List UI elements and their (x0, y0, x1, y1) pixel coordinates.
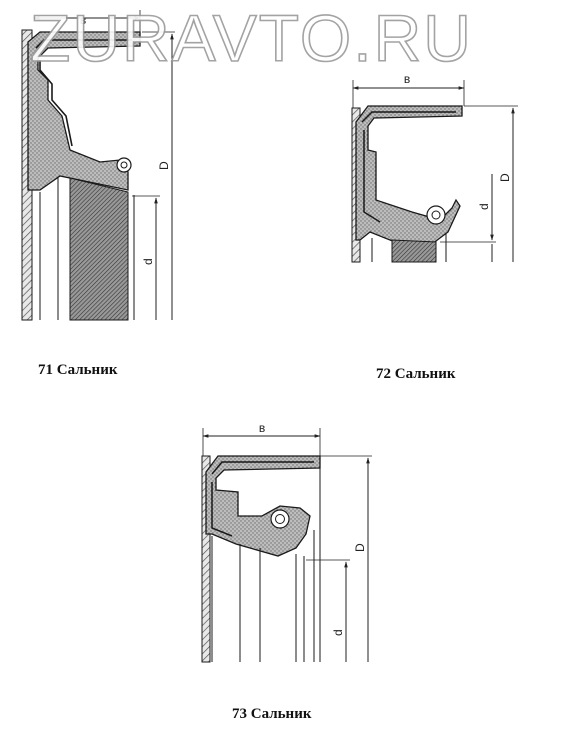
dim-inner-label-72: d (477, 203, 491, 210)
spring-73 (270, 509, 290, 529)
metal-insert-73 (211, 461, 314, 537)
seal-body-71 (27, 31, 141, 191)
dim-outer-label-72: D (498, 173, 512, 182)
dim-outer-label-71: D (157, 161, 171, 170)
spring-72 (426, 205, 446, 225)
metal-insert-72 (361, 111, 456, 223)
seal-drawing-72 (351, 80, 518, 263)
metal-insert-71 (35, 39, 132, 147)
seal-drawing-73 (201, 428, 372, 663)
shaft-71 (69, 177, 129, 321)
dim-inner-label-73: d (331, 629, 345, 636)
dim-width-label-72: в (404, 72, 410, 86)
dim-outer-label-73: D (353, 543, 367, 552)
caption-73: 73 Сальник (232, 706, 312, 722)
caption-72: 72 Сальник (376, 366, 456, 382)
shaft-72 (391, 239, 437, 263)
seal-body-73 (205, 455, 321, 557)
dim-width-label-71: в (80, 13, 86, 27)
dim-inner-label-71: d (141, 258, 155, 265)
dim-width-label-73: в (259, 421, 265, 435)
caption-71: 71 Сальник (38, 362, 118, 378)
seal-drawing-71 (21, 10, 175, 321)
housing-wall-73 (201, 455, 211, 663)
spring-71 (116, 157, 132, 173)
seal-body-72 (355, 105, 463, 245)
